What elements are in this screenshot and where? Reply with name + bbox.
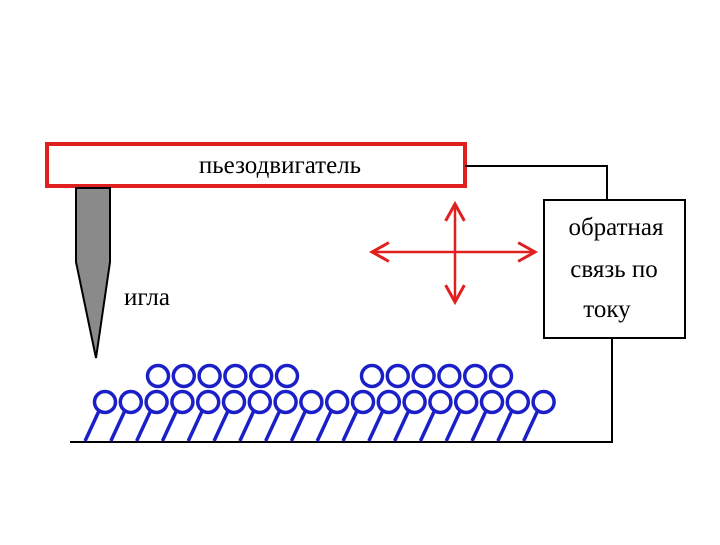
atom-top bbox=[171, 363, 197, 389]
atom-top bbox=[359, 363, 385, 389]
atom-bottom bbox=[170, 389, 195, 415]
piezo-label: пьезодвигатель bbox=[199, 152, 361, 179]
piezo-actuator bbox=[45, 142, 467, 188]
four-direction-arrows-icon bbox=[368, 200, 539, 306]
feedback-label-line1: обратная bbox=[568, 214, 664, 241]
atom-top bbox=[223, 363, 248, 389]
atom-top bbox=[488, 363, 514, 389]
atom-bottom bbox=[118, 389, 144, 415]
atom-top bbox=[197, 363, 222, 389]
atom-bond bbox=[109, 409, 127, 442]
atom-bond bbox=[83, 409, 101, 442]
feedback-box bbox=[543, 199, 686, 339]
sample-surface bbox=[83, 363, 556, 442]
atom-bottom bbox=[324, 389, 350, 415]
atom-top bbox=[248, 363, 274, 389]
atom-bottom bbox=[428, 389, 453, 415]
atom-bond bbox=[367, 409, 385, 442]
atom-bond bbox=[470, 409, 488, 442]
atom-bottom bbox=[479, 389, 505, 415]
atom-top bbox=[462, 363, 488, 389]
atom-bond bbox=[264, 409, 282, 442]
atom-top bbox=[437, 363, 462, 389]
atom-bottom bbox=[273, 389, 298, 415]
feedback-wires bbox=[70, 165, 613, 443]
atom-bond bbox=[315, 409, 334, 442]
atom-bottom bbox=[144, 389, 169, 415]
atom-bond bbox=[393, 409, 411, 442]
atom-bond bbox=[238, 409, 256, 442]
atom-bottom bbox=[299, 389, 324, 415]
feedback-label-line2: связь по bbox=[570, 256, 657, 283]
atom-bond bbox=[289, 409, 308, 442]
atom-bond bbox=[135, 409, 153, 442]
atom-bond bbox=[418, 409, 437, 442]
atom-top bbox=[411, 363, 436, 389]
needle-label: игла bbox=[124, 284, 170, 311]
atom-bond bbox=[186, 409, 205, 442]
atom-bond bbox=[496, 409, 514, 442]
atom-bond bbox=[444, 409, 463, 442]
atom-bottom bbox=[350, 389, 376, 415]
atom-bond bbox=[212, 409, 230, 442]
atom-bottom bbox=[247, 389, 273, 415]
atom-top bbox=[274, 363, 300, 389]
atom-bottom bbox=[195, 389, 221, 415]
atom-top bbox=[385, 363, 411, 389]
atom-bottom bbox=[402, 389, 427, 415]
atom-bottom bbox=[531, 389, 556, 415]
atom-bottom bbox=[453, 389, 479, 415]
atom-bond bbox=[341, 409, 359, 442]
atom-bond bbox=[160, 409, 179, 442]
atom-bottom bbox=[376, 389, 402, 415]
needle-probe-icon bbox=[75, 187, 111, 359]
atom-top bbox=[145, 363, 171, 389]
atom-bond bbox=[522, 409, 540, 442]
atom-bottom bbox=[505, 389, 531, 415]
feedback-label-line3: току bbox=[583, 296, 631, 323]
atom-bottom bbox=[221, 389, 247, 415]
atom-bottom bbox=[92, 389, 118, 415]
